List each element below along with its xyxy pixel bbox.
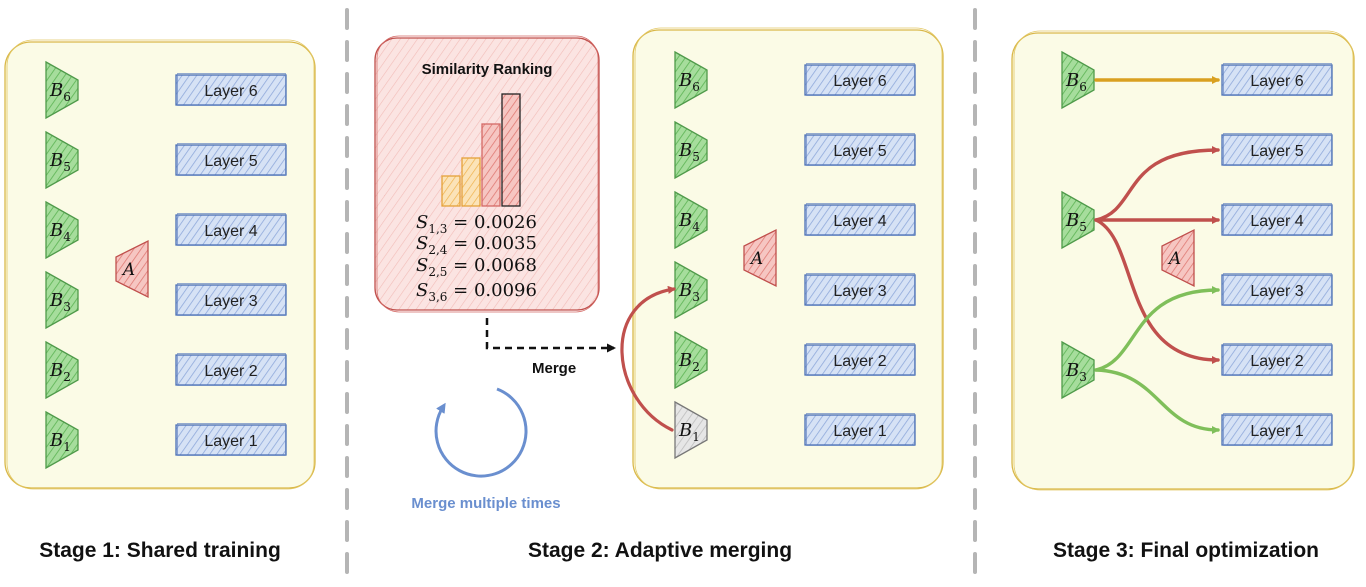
stage1-layer-6: Layer 6 (175, 73, 287, 106)
stage3-block-b3: B3 (1061, 340, 1095, 400)
layer-label: Layer 1 (204, 433, 257, 450)
stage3-layer-4: Layer 4 (1221, 203, 1333, 236)
stage2-layer-6: Layer 6 (804, 63, 916, 96)
stage2-layer-1: Layer 1 (804, 413, 916, 446)
stage-caption-2: Stage 2: Adaptive merging (528, 539, 792, 562)
stage-caption-1: Stage 1: Shared training (39, 539, 281, 562)
ranking-bar (501, 93, 521, 207)
stage1-layer-5: Layer 5 (175, 143, 287, 176)
stage3-layer-1: Layer 1 (1221, 413, 1333, 446)
merge-arc (620, 285, 676, 432)
ranking-bar (441, 175, 461, 207)
stage3-layer-3: Layer 3 (1221, 273, 1333, 306)
stage3-layer-6: Layer 6 (1221, 63, 1333, 96)
stage2-block-b6: B6 (674, 50, 708, 110)
edge-b5-layer2 (1094, 218, 1220, 364)
a-label: A (121, 260, 135, 280)
stage2-layer-5: Layer 5 (804, 133, 916, 166)
stage3-block-b5: B5 (1061, 190, 1095, 250)
stage2-block-b2: B2 (674, 330, 708, 390)
ranking-bar (461, 157, 481, 207)
cycle-icon (434, 387, 528, 478)
layer-label: Layer 4 (833, 213, 886, 230)
stage1-layer-4: Layer 4 (175, 213, 287, 246)
stage2-layer-3: Layer 3 (804, 273, 916, 306)
stage1-block-b5: B5 (45, 130, 79, 190)
layer-label: Layer 3 (1250, 283, 1303, 300)
layer-label: Layer 6 (1250, 73, 1303, 90)
ranking-bar (481, 123, 501, 207)
layer-label: Layer 1 (833, 423, 886, 440)
layer-label: Layer 3 (204, 293, 257, 310)
edge-b5-layer5 (1094, 146, 1220, 222)
merge-label: Merge (532, 360, 576, 377)
stage2-block-b3: B3 (674, 260, 708, 320)
layer-label: Layer 5 (1250, 143, 1303, 160)
stage1-layer-2: Layer 2 (175, 353, 287, 386)
stage1-block-b6: B6 (45, 60, 79, 120)
stage-caption-3: Stage 3: Final optimization (1053, 539, 1319, 562)
stage1-block-b4: B4 (45, 200, 79, 260)
stage2-block-b4: B4 (674, 190, 708, 250)
a-label: A (1167, 249, 1181, 269)
stage1-block-b3: B3 (45, 270, 79, 330)
stage2-layer-2: Layer 2 (804, 343, 916, 376)
stage3-block-b6: B6 (1061, 50, 1095, 110)
layer-label: Layer 6 (833, 73, 886, 90)
similarity-score: S1,3 = 0.0026 (416, 212, 537, 236)
layer-label: Layer 5 (204, 153, 257, 170)
a-label: A (749, 249, 763, 269)
stage2-block-b5: B5 (674, 120, 708, 180)
layer-label: Layer 4 (1250, 213, 1303, 230)
stage1-layer-1: Layer 1 (175, 423, 287, 456)
layer-label: Layer 1 (1250, 423, 1303, 440)
layer-label: Layer 2 (833, 353, 886, 370)
edge-b3-layer1 (1094, 368, 1220, 434)
cycle-label: Merge multiple times (411, 495, 560, 512)
similarity-score: S3,6 = 0.0096 (416, 280, 537, 304)
layer-label: Layer 2 (204, 363, 257, 380)
similarity-title: Similarity Ranking (422, 61, 553, 78)
layer-label: Layer 5 (833, 143, 886, 160)
layer-label: Layer 6 (204, 83, 257, 100)
stage3-layer-5: Layer 5 (1221, 133, 1333, 166)
similarity-score: S2,5 = 0.0068 (416, 255, 537, 279)
stage2-block-b1: B1 (674, 400, 708, 460)
stage1-block-a: A (115, 239, 149, 299)
layer-label: Layer 4 (204, 223, 257, 240)
stage2-layer-4: Layer 4 (804, 203, 916, 236)
similarity-score: S2,4 = 0.0035 (416, 233, 537, 257)
layer-label: Layer 2 (1250, 353, 1303, 370)
merge-arrow (485, 318, 616, 353)
stage2-block-a: A (743, 228, 777, 288)
edge-b3-layer3 (1094, 286, 1220, 372)
stage1-layer-3: Layer 3 (175, 283, 287, 316)
stage1-block-b1: B1 (45, 410, 79, 470)
stage3-block-a: A (1161, 228, 1195, 288)
stage1-block-b2: B2 (45, 340, 79, 400)
stage3-layer-2: Layer 2 (1221, 343, 1333, 376)
layer-label: Layer 3 (833, 283, 886, 300)
